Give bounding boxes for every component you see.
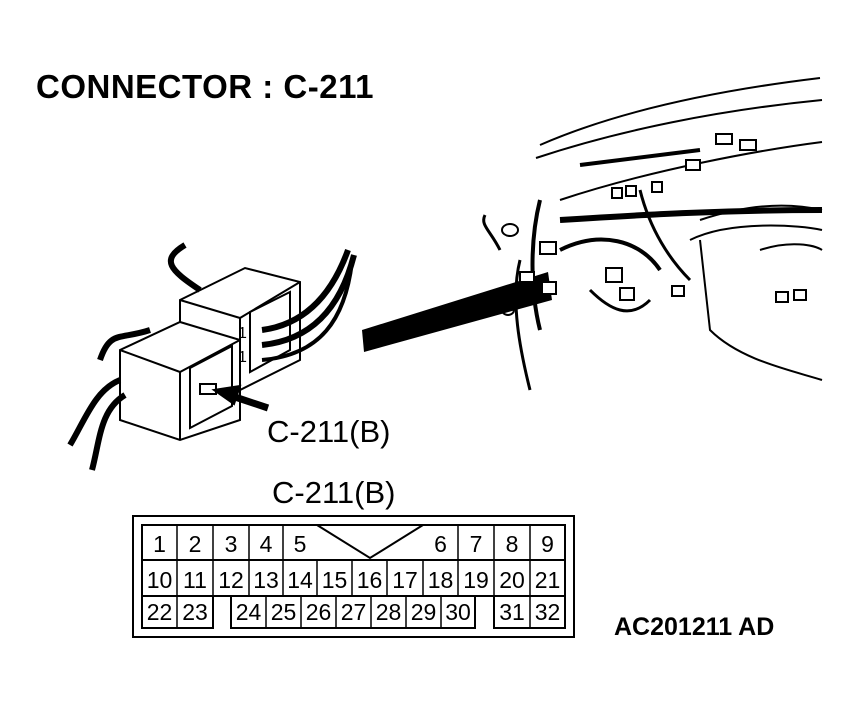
pin-label: 27 (341, 599, 367, 625)
connector-closeup: 1 1 (67, 242, 357, 471)
pin-label: 2 (189, 531, 202, 557)
pinout-title: C-211(B) (272, 475, 396, 510)
pin-label: 19 (463, 567, 489, 593)
pin-label: 29 (411, 599, 437, 625)
pin-label: 25 (271, 599, 297, 625)
connector-key-notch (316, 524, 424, 560)
pin-label: 26 (306, 599, 332, 625)
pin-label: 13 (253, 567, 279, 593)
pin-label: 8 (506, 531, 519, 557)
magnify-wedge (362, 272, 552, 352)
pin-label: 21 (535, 567, 561, 593)
pin-label: 31 (499, 599, 525, 625)
pin-label: 30 (445, 599, 471, 625)
pin-label: 1 (153, 531, 166, 557)
pin-label: 12 (218, 567, 244, 593)
pin-label: 24 (236, 599, 262, 625)
pin-label: 5 (294, 531, 307, 557)
pin-label: 18 (428, 567, 454, 593)
pinout-upper-block (141, 524, 566, 560)
pin-label: 7 (470, 531, 483, 557)
pin-label: 10 (147, 567, 173, 593)
connector-callout-label: C-211(B) (267, 414, 391, 449)
pin-label: 6 (434, 531, 447, 557)
pin-label: 11 (183, 567, 207, 593)
page-title: CONNECTOR : C-211 (36, 68, 374, 105)
svg-text:1: 1 (238, 349, 247, 366)
pin-label: 9 (541, 531, 554, 557)
pin-label: 15 (322, 567, 348, 593)
drawing-code: AC201211 AD (614, 613, 775, 641)
pinout-outer-frame (132, 515, 575, 638)
pin-label: 23 (182, 599, 208, 625)
pin-label: 32 (535, 599, 561, 625)
pin-label: 4 (260, 531, 273, 557)
svg-text:1: 1 (238, 325, 247, 342)
pin-label: 17 (392, 567, 418, 593)
pin-label: 28 (376, 599, 402, 625)
pin-label: 3 (225, 531, 238, 557)
pin-label: 22 (147, 599, 173, 625)
pin-label: 16 (357, 567, 383, 593)
pinout-row3-group-mid (230, 595, 476, 629)
dashboard-harness (482, 77, 823, 391)
pinout-dividers (176, 525, 531, 628)
pin-label: 20 (499, 567, 525, 593)
pin-label: 14 (287, 567, 313, 593)
